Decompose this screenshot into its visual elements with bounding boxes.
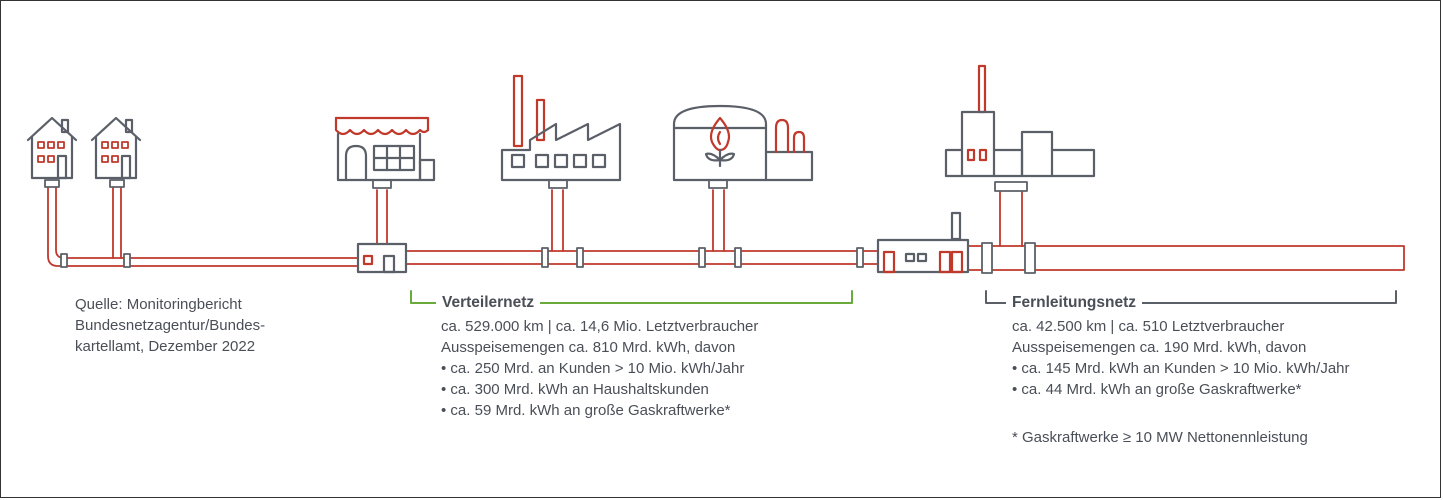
- verteilernetz-title: Verteilernetz: [436, 293, 541, 313]
- source-line: kartellamt, Dezember 2022: [75, 338, 256, 355]
- shop-icon: [334, 116, 436, 182]
- source-note: Quelle: Monitoringbericht Bundesnetzagen…: [75, 294, 265, 357]
- source-line: Quelle: Monitoringbericht: [75, 296, 242, 313]
- fernleitungsnetz-line: ca. 42.500 km | ca. 510 Letztverbraucher: [1012, 318, 1285, 335]
- compressor-station-icon: [876, 211, 970, 274]
- verteilernetz-details: ca. 529.000 km | ca. 14,6 Mio. Letztverb…: [441, 316, 758, 421]
- fernleitungsnetz-bracket: [985, 290, 1397, 304]
- verteilernetz-bracket: [410, 290, 853, 304]
- pipe-joints: [44, 179, 1036, 274]
- fernleitungsnetz-details: ca. 42.500 km | ca. 510 Letztverbraucher…: [1012, 316, 1350, 400]
- source-line: Bundesnetzagentur/Bundes-: [75, 317, 266, 334]
- verteilernetz-line: • ca. 250 Mrd. an Kunden > 10 Mio. kWh/J…: [441, 360, 745, 377]
- fernleitungsnetz-line: Ausspeisemengen ca. 190 Mrd. kWh, davon: [1012, 339, 1307, 356]
- verteilernetz-line: • ca. 59 Mrd. kWh an große Gaskraftwerke…: [441, 402, 731, 419]
- verteilernetz-line: ca. 529.000 km | ca. 14,6 Mio. Letztverb…: [441, 318, 759, 335]
- regulator-station-icon: [356, 242, 408, 274]
- house-icon: [90, 116, 142, 180]
- factory-icon: [500, 74, 622, 182]
- verteilernetz-line: • ca. 300 Mrd. kWh an Haushaltskunden: [441, 381, 709, 398]
- fernleitungsnetz-line: • ca. 44 Mrd. kWh an große Gaskraftwerke…: [1012, 381, 1302, 398]
- fernleitungsnetz-line: • ca. 145 Mrd. kWh an Kunden > 10 Mio. k…: [1012, 360, 1350, 377]
- verteilernetz-line: Ausspeisemengen ca. 810 Mrd. kWh, davon: [441, 339, 736, 356]
- footnote: * Gaskraftwerke ≥ 10 MW Nettonennleistun…: [1012, 429, 1308, 446]
- house-icon: [26, 116, 78, 180]
- biogas-plant-icon: [672, 104, 814, 182]
- fernleitungsnetz-title: Fernleitungsnetz: [1006, 293, 1143, 313]
- distribution-pipe: [47, 185, 879, 267]
- power-plant-icon: [944, 64, 1096, 178]
